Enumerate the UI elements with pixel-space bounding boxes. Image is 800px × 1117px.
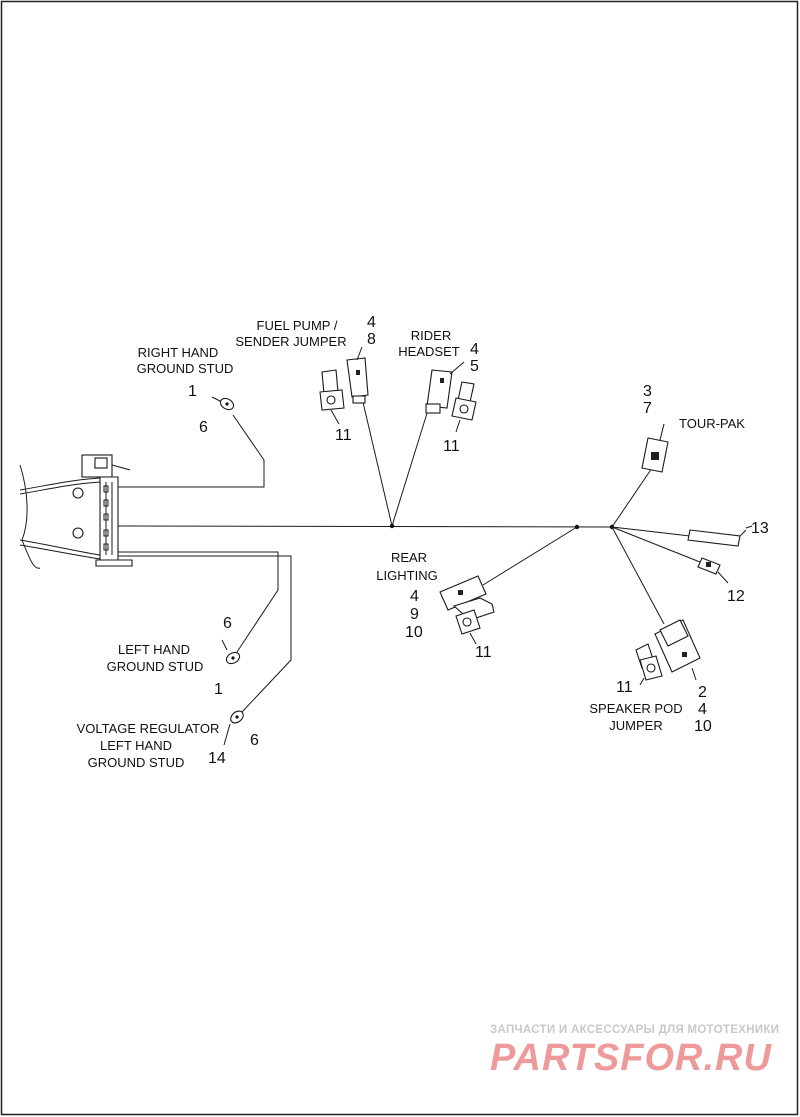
label-speaker-pod-2: JUMPER [609, 718, 662, 733]
tour-pak-connector [641, 423, 669, 473]
callout-fuel-4: 4 [367, 314, 376, 331]
callout-vr-14: 14 [208, 750, 226, 767]
callout-tourpak-7: 7 [643, 400, 652, 417]
callout-rider-4: 4 [470, 341, 479, 358]
item-12-connector [697, 557, 729, 584]
callout-lh-6: 6 [223, 615, 232, 632]
callout-rider-11: 11 [443, 438, 460, 455]
callout-13: 13 [751, 520, 769, 537]
rider-headset-connector [425, 369, 477, 433]
callout-fuel-11: 11 [335, 427, 352, 444]
label-voltage-regulator-1: VOLTAGE REGULATOR [77, 721, 220, 736]
harness-wires [117, 397, 706, 713]
fuel-pump-connector [319, 357, 369, 425]
callout-rear-4: 4 [410, 588, 419, 605]
callout-rear-9: 9 [410, 606, 419, 623]
label-rear-lighting-1: REAR [391, 550, 427, 565]
callout-rider-5: 5 [470, 358, 479, 375]
callout-rh-1: 1 [188, 383, 197, 400]
frame-bracket [19, 454, 133, 569]
label-left-hand-ground-stud-1: LEFT HAND [118, 642, 190, 657]
callout-lh-1: 1 [214, 681, 223, 698]
callout-12: 12 [727, 588, 745, 605]
label-left-hand-ground-stud-2: GROUND STUD [107, 659, 204, 674]
callout-speaker-10: 10 [694, 718, 712, 735]
rear-lighting-connector [439, 575, 495, 645]
label-rider-headset-2: HEADSET [398, 344, 459, 359]
lh-ground-terminal [221, 639, 241, 665]
speaker-pod-connector [635, 619, 701, 686]
label-right-hand-ground-stud-2: GROUND STUD [137, 361, 234, 376]
watermark-brand: PARTSFOR.RU [490, 1037, 772, 1079]
callout-rh-6: 6 [199, 419, 208, 436]
watermark-tagline: ЗАПЧАСТИ И АКСЕССУАРЫ ДЛЯ МОТОТЕХНИКИ [490, 1024, 779, 1036]
label-voltage-regulator-2: LEFT HAND [100, 738, 172, 753]
label-voltage-regulator-3: GROUND STUD [88, 755, 185, 770]
callout-vr-6: 6 [250, 732, 259, 749]
label-right-hand-ground-stud-1: RIGHT HAND [138, 345, 219, 360]
label-speaker-pod-1: SPEAKER POD [589, 701, 682, 716]
label-rear-lighting-2: LIGHTING [376, 568, 437, 583]
label-tour-pak: TOUR-PAK [679, 416, 745, 431]
callout-rear-10: 10 [405, 624, 423, 641]
item-13-connector [687, 529, 747, 547]
callout-rear-11: 11 [475, 644, 492, 661]
label-fuel-pump-1: FUEL PUMP / [257, 318, 338, 333]
callout-fuel-8: 8 [367, 331, 376, 348]
callout-tourpak-3: 3 [643, 383, 652, 400]
callout-speaker-2: 2 [698, 684, 707, 701]
label-fuel-pump-2: SENDER JUMPER [235, 334, 346, 349]
voltage-regulator-terminal [223, 710, 244, 746]
rh-ground-terminal [211, 396, 235, 411]
label-rider-headset-1: RIDER [411, 328, 451, 343]
leader-lines [356, 346, 753, 529]
callout-speaker-4: 4 [698, 701, 707, 718]
callout-speaker-11: 11 [616, 679, 633, 696]
